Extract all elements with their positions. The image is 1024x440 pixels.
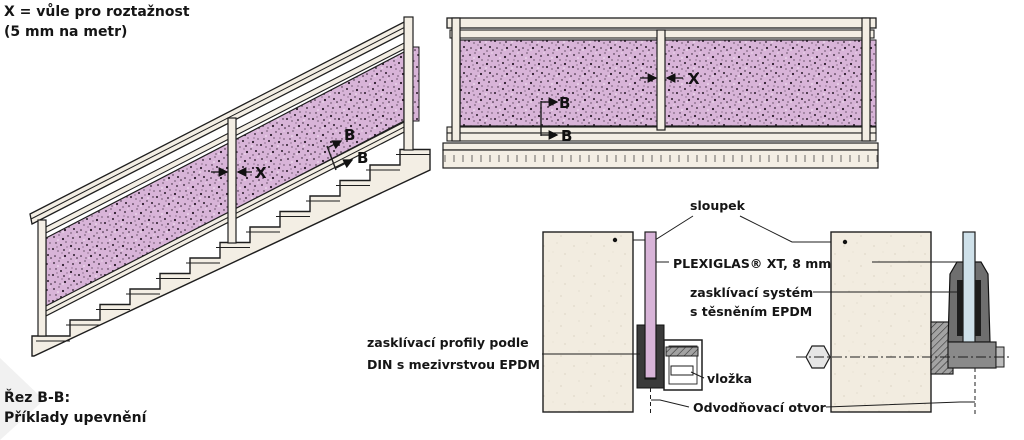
glass-pane-left-detail — [644, 231, 657, 379]
floor-edge-elevation — [442, 142, 879, 151]
post-leader-dot-right — [842, 239, 848, 245]
glazing-profiles-label-line2: DIN s mezivrstvou EPDM — [367, 357, 540, 372]
section-mark-stair-upper: B — [344, 126, 355, 144]
post-block-left-detail — [542, 231, 634, 413]
post-right-elevation — [861, 17, 871, 142]
post-middle-elevation — [656, 29, 666, 131]
drain-leader-left — [651, 399, 690, 408]
handrail-inner-line — [30, 23, 412, 220]
post-right-stair — [403, 16, 414, 151]
floor-slab-elevation — [442, 149, 879, 169]
insert-label: vložka — [707, 371, 752, 386]
section-caption-title: Řez B-B: — [4, 389, 70, 406]
glass-edge-right-stair — [412, 46, 420, 122]
glazing-system-label-line2: s těsněním EPDM — [690, 304, 812, 319]
bracket-inner-left — [668, 345, 698, 385]
glass-pane-right-detail — [962, 231, 976, 345]
bottom-rail-lower-elevation — [446, 132, 877, 142]
glazing-system-label-line1: zasklívací systém — [690, 285, 813, 300]
gasket-left-right-detail — [957, 280, 963, 336]
clamp-base-right — [947, 341, 997, 369]
post-leader-dot-left — [612, 237, 618, 243]
section-mark-stair-lower: B — [357, 149, 368, 167]
section-mark-elevation-lower: B — [561, 127, 572, 145]
insert-spacer-left — [670, 365, 694, 376]
section-details: sloupek PLEXIGLAS® XT, 8 mm zasklíva — [367, 198, 1012, 416]
straight-railing-elevation: X B B — [442, 17, 879, 169]
handrail-elevation — [446, 17, 877, 29]
section-arrow-lower-stair — [335, 159, 354, 169]
glass-label: PLEXIGLAS® XT, 8 mm — [673, 256, 831, 271]
corner-watermark-shape — [0, 358, 44, 440]
post-left-stair — [37, 219, 47, 337]
section-mark-elevation-upper: B — [559, 94, 570, 112]
insert-leader — [690, 371, 705, 379]
gasket-right-right-detail — [975, 280, 981, 336]
expansion-mark-elevation: X — [688, 70, 700, 88]
stair-railing-drawing: X B B — [29, 16, 431, 357]
expansion-mark-stair: X — [255, 164, 267, 182]
legend-expansion-text: X = vůle pro roztažnost — [4, 3, 190, 20]
glazing-channel-left — [636, 324, 665, 389]
post-middle-stair — [227, 117, 237, 244]
post-left-elevation — [451, 17, 461, 142]
section-arrow-upper-stair — [326, 140, 343, 150]
drain-leader-right — [825, 401, 975, 408]
drain-hole-label: Odvodňovací otvor — [693, 400, 827, 415]
glass-edge-right-elevation — [869, 39, 877, 127]
stair-tread-edges — [36, 154, 430, 342]
legend-expansion-value: (5 mm na metr) — [4, 24, 127, 40]
section-cut-line-stair — [326, 145, 337, 171]
section-caption-subtitle: Příklady upevnění — [4, 410, 148, 426]
post-label: sloupek — [690, 198, 746, 213]
post-leader-right — [739, 215, 845, 243]
glazing-profiles-label-line1: zasklívací profily podle — [367, 335, 529, 350]
bolt-left — [665, 346, 699, 357]
post-block-right-detail — [830, 231, 932, 413]
bottom-rail-inner-line — [39, 123, 411, 315]
